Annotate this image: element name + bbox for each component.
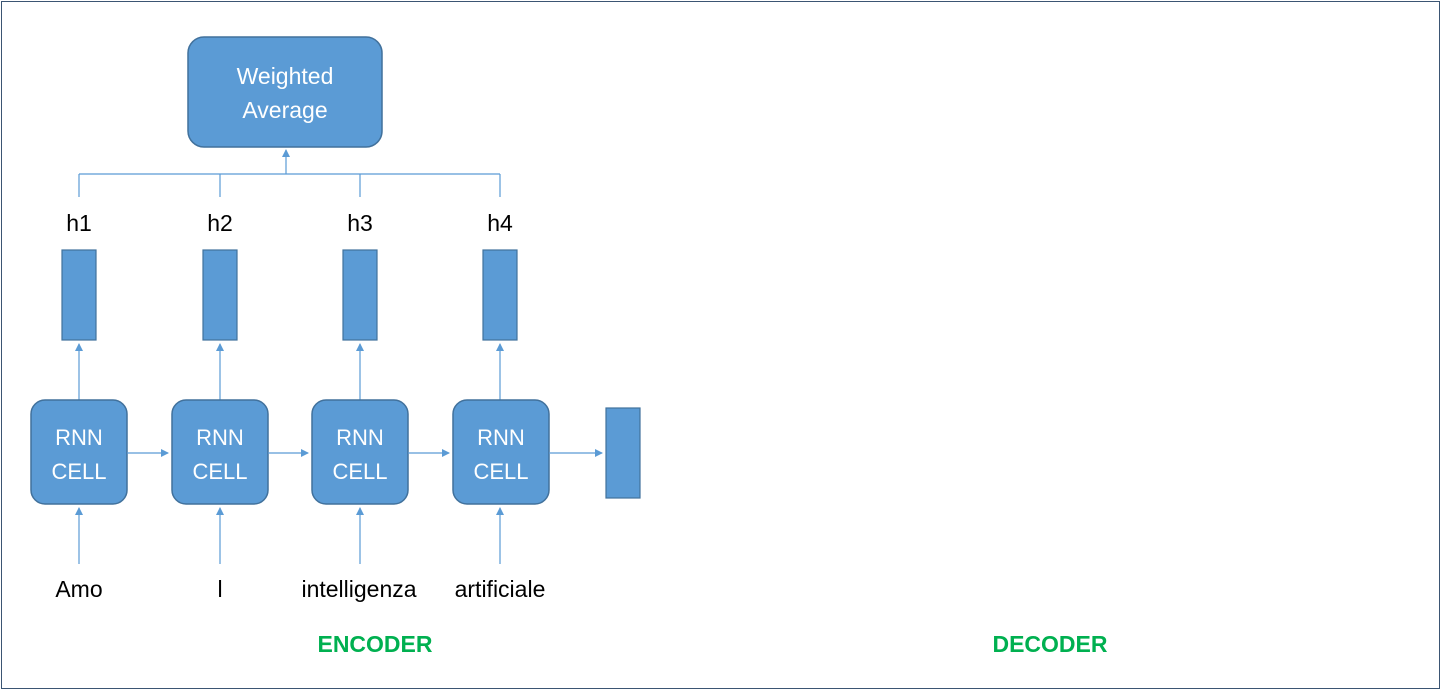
input-word: artificiale bbox=[455, 576, 546, 602]
attention-connector bbox=[78, 149, 501, 197]
input-word: Amo bbox=[55, 576, 102, 602]
input-word: intelligenza bbox=[301, 576, 416, 602]
hidden-state-vectors bbox=[61, 249, 518, 341]
input-arrows bbox=[75, 507, 504, 564]
encoder-label: ENCODER bbox=[317, 631, 432, 657]
hidden-state-vector bbox=[61, 249, 97, 341]
rnn-cell-4: RNN CELL bbox=[452, 399, 550, 505]
hidden-state-label: h3 bbox=[347, 210, 373, 236]
rnn-cell-label-line2: CELL bbox=[473, 459, 528, 484]
final-context-vector bbox=[605, 407, 641, 499]
hidden-state-vector bbox=[482, 249, 518, 341]
weighted-average-node: Weighted Average bbox=[187, 36, 383, 148]
input-words: Amo l intelligenza artificiale bbox=[55, 576, 545, 602]
hidden-state-label: h1 bbox=[66, 210, 92, 236]
hidden-state-vector bbox=[202, 249, 238, 341]
hidden-state-vector bbox=[342, 249, 378, 341]
rnn-cell-1: RNN CELL bbox=[30, 399, 128, 505]
rnn-cell-label-line2: CELL bbox=[192, 459, 247, 484]
cell-to-hidden-arrows bbox=[75, 343, 504, 400]
rnn-cell-2: RNN CELL bbox=[171, 399, 269, 505]
rnn-cell-label-line1: RNN bbox=[336, 425, 384, 450]
rnn-cell-label-line1: RNN bbox=[477, 425, 525, 450]
rnn-cell-label-line1: RNN bbox=[196, 425, 244, 450]
weighted-average-label-line2: Average bbox=[242, 97, 327, 123]
weighted-average-label-line1: Weighted bbox=[237, 63, 334, 89]
hidden-state-label: h2 bbox=[207, 210, 233, 236]
input-word: l bbox=[217, 576, 222, 602]
hidden-state-labels: h1 h2 h3 h4 bbox=[66, 210, 513, 236]
rnn-cell-3: RNN CELL bbox=[311, 399, 409, 505]
decoder-label: DECODER bbox=[992, 631, 1107, 657]
rnn-cell-label-line2: CELL bbox=[51, 459, 106, 484]
rnn-cell-label-line1: RNN bbox=[55, 425, 103, 450]
rnn-cell-label-line2: CELL bbox=[332, 459, 387, 484]
hidden-state-label: h4 bbox=[487, 210, 513, 236]
